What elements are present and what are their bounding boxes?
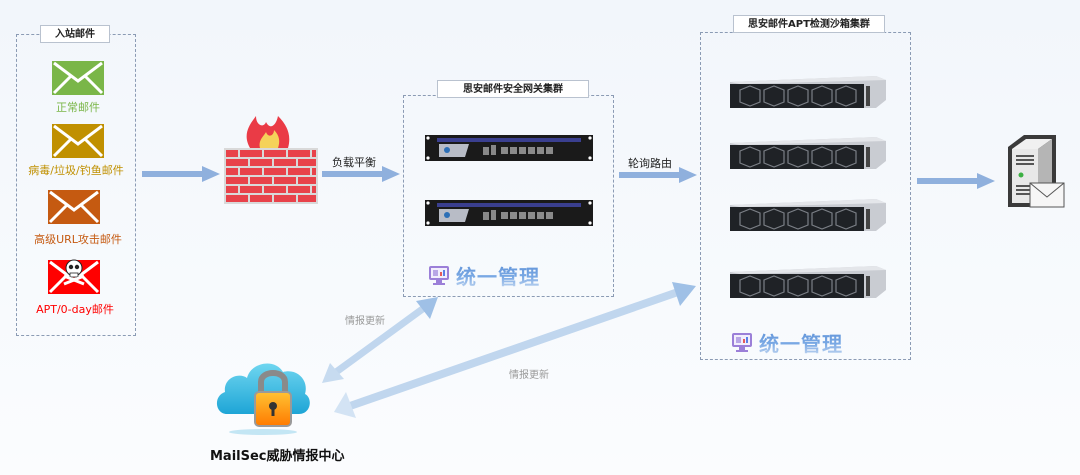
gateway-appliance-2	[425, 200, 593, 226]
sandbox-cluster-title: 思安邮件APT检测沙箱集群	[733, 15, 885, 33]
intel-update-arrow-gateway	[322, 297, 438, 383]
mail-label-apt-0day: APT/0-day邮件	[36, 303, 114, 316]
inbound-mail-title: 入站邮件	[40, 25, 110, 43]
rack-server-1	[730, 76, 886, 108]
threat-intel-center-label: MailSec威胁情报中心	[210, 449, 345, 464]
mail-label-virus-spam-phish: 病毒/垃圾/钓鱼邮件	[28, 164, 124, 177]
monitor-icon	[429, 265, 449, 285]
gateway-cluster-title: 思安邮件安全网关集群	[437, 80, 589, 98]
intel-update-arrow-sandbox	[334, 282, 696, 418]
gateway-appliance-1	[425, 135, 593, 161]
flow-arrow-round-robin	[619, 167, 697, 183]
gateway-management-label: 统一管理	[456, 261, 540, 290]
rack-server-3	[730, 199, 886, 231]
round-robin-label: 轮询路由	[628, 157, 672, 170]
sandbox-management-label: 统一管理	[759, 328, 843, 357]
flow-arrow-load-balance	[322, 166, 400, 182]
monitor-icon	[732, 332, 752, 352]
flow-arrow-to-mail-server	[917, 173, 995, 189]
sandbox-unified-management: 统一管理	[731, 328, 843, 357]
mail-server-icon	[1008, 135, 1065, 208]
envelope-icon	[52, 124, 104, 158]
firewall-icon	[224, 116, 318, 204]
load-balance-label: 负载平衡	[332, 156, 376, 169]
envelope-icon	[52, 61, 104, 95]
gateway-unified-management: 统一管理	[428, 261, 540, 290]
envelope-skull-icon	[48, 259, 100, 294]
mail-label-advanced-url: 高级URL攻击邮件	[34, 233, 122, 246]
rack-server-2	[730, 137, 886, 169]
intel-update-label-2: 情报更新	[509, 370, 549, 381]
threat-intel-cloud-lock-icon	[216, 363, 310, 435]
flow-arrow-to-firewall	[142, 166, 220, 182]
intel-update-label-1: 情报更新	[345, 316, 385, 327]
envelope-icon	[48, 190, 100, 224]
mail-label-normal: 正常邮件	[56, 101, 100, 114]
rack-server-4	[730, 266, 886, 298]
